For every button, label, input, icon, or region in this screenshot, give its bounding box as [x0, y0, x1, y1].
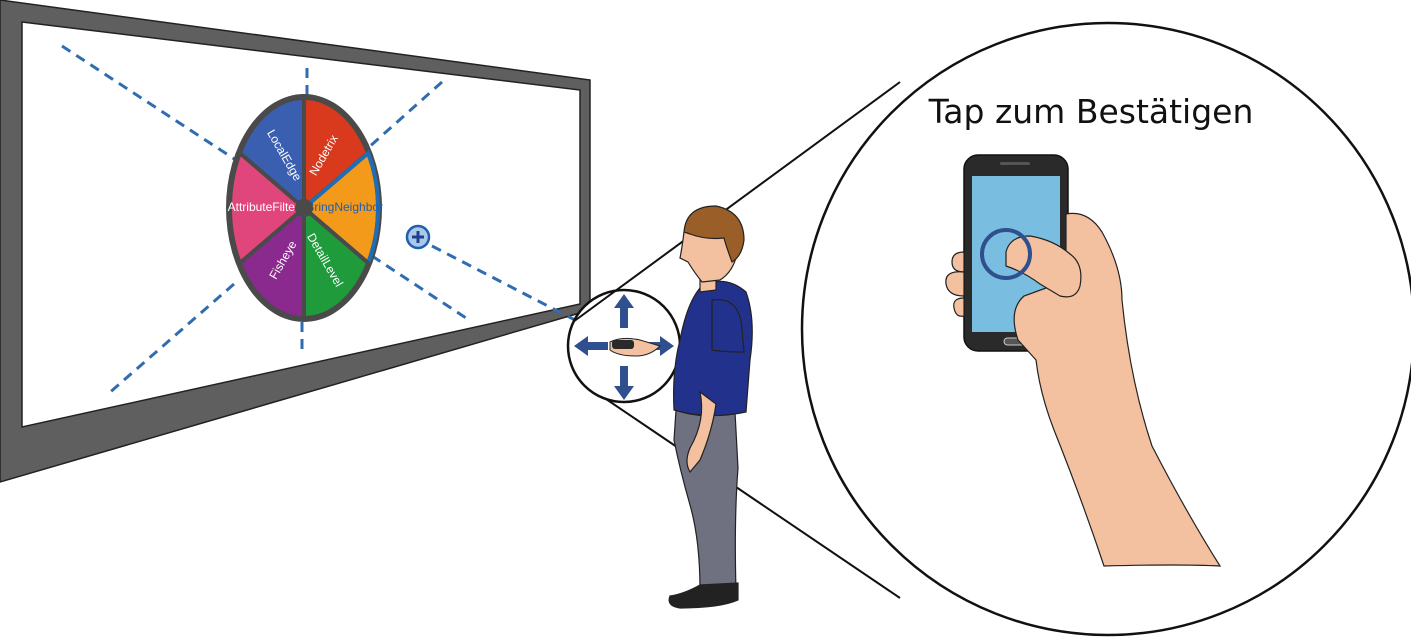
- pie-slice-fisheye[interactable]: [237, 203, 306, 321]
- pie-slice-highlight: [300, 149, 380, 267]
- pie-menu: NodetrixBringNeighborDetailLevelFisheyeA…: [226, 94, 383, 322]
- zoom-caption: Tap zum Bestätigen: [928, 92, 1254, 131]
- plus-cursor-icon: [405, 224, 431, 250]
- pie-label-attributefilter: AttributeFilter: [228, 200, 299, 214]
- small-lens: [566, 81, 901, 599]
- person-hair: [683, 205, 745, 263]
- small-phone: [612, 340, 634, 349]
- person: [668, 205, 753, 609]
- tap-indicator: [980, 228, 1032, 280]
- pie-slice-localedge[interactable]: [237, 95, 306, 213]
- person-arm: [711, 298, 745, 353]
- arrow-down-icon: [614, 366, 634, 400]
- thumb: [1005, 235, 1082, 298]
- hand: [1013, 212, 1222, 567]
- pie-label-bringneighbor: BringNeighbor: [306, 200, 383, 214]
- zoom-lens: Tap zum Bestätigen: [800, 21, 1411, 637]
- person-shoe: [668, 582, 739, 609]
- pie-slice-attributefilter[interactable]: [228, 149, 308, 267]
- arrow-up-icon: [614, 294, 634, 328]
- pie-menu-hub: [295, 199, 313, 217]
- pie-slice-detaillevel[interactable]: [302, 203, 371, 321]
- pie-slice-nodetrix[interactable]: [302, 95, 371, 213]
- arrow-left-icon: [574, 336, 608, 356]
